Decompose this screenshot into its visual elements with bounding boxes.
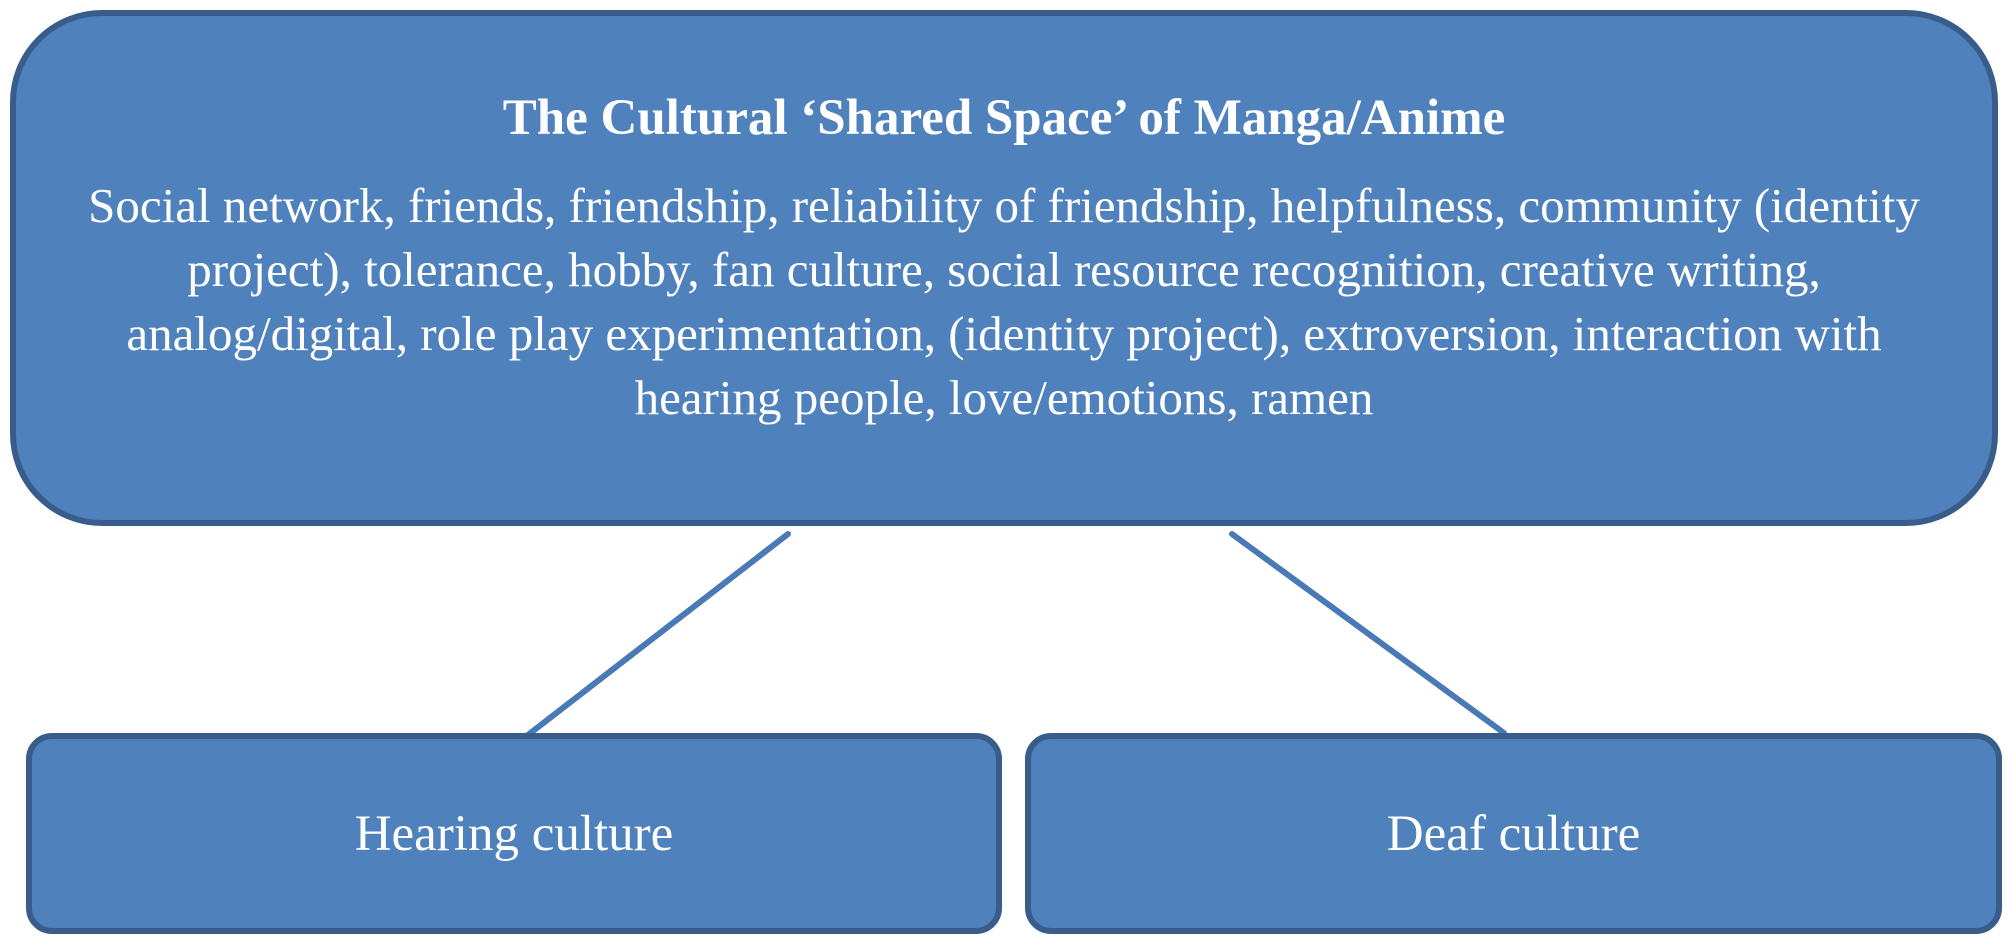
connector-line-deaf: [1229, 531, 1507, 736]
hearing-culture-node: Hearing culture: [26, 733, 1002, 934]
shared-space-themes: Social network, friends, friendship, rel…: [88, 178, 1920, 425]
connector-line-hearing: [521, 531, 791, 741]
deaf-culture-label: Deaf culture: [1386, 805, 1641, 862]
shared-space-title: The Cultural ‘Shared Space’ of Manga/Ani…: [502, 90, 1506, 146]
deaf-culture-node: Deaf culture: [1025, 733, 2002, 934]
hearing-culture-label: Hearing culture: [354, 805, 674, 862]
shared-space-node: The Cultural ‘Shared Space’ of Manga/Ani…: [10, 10, 1998, 526]
